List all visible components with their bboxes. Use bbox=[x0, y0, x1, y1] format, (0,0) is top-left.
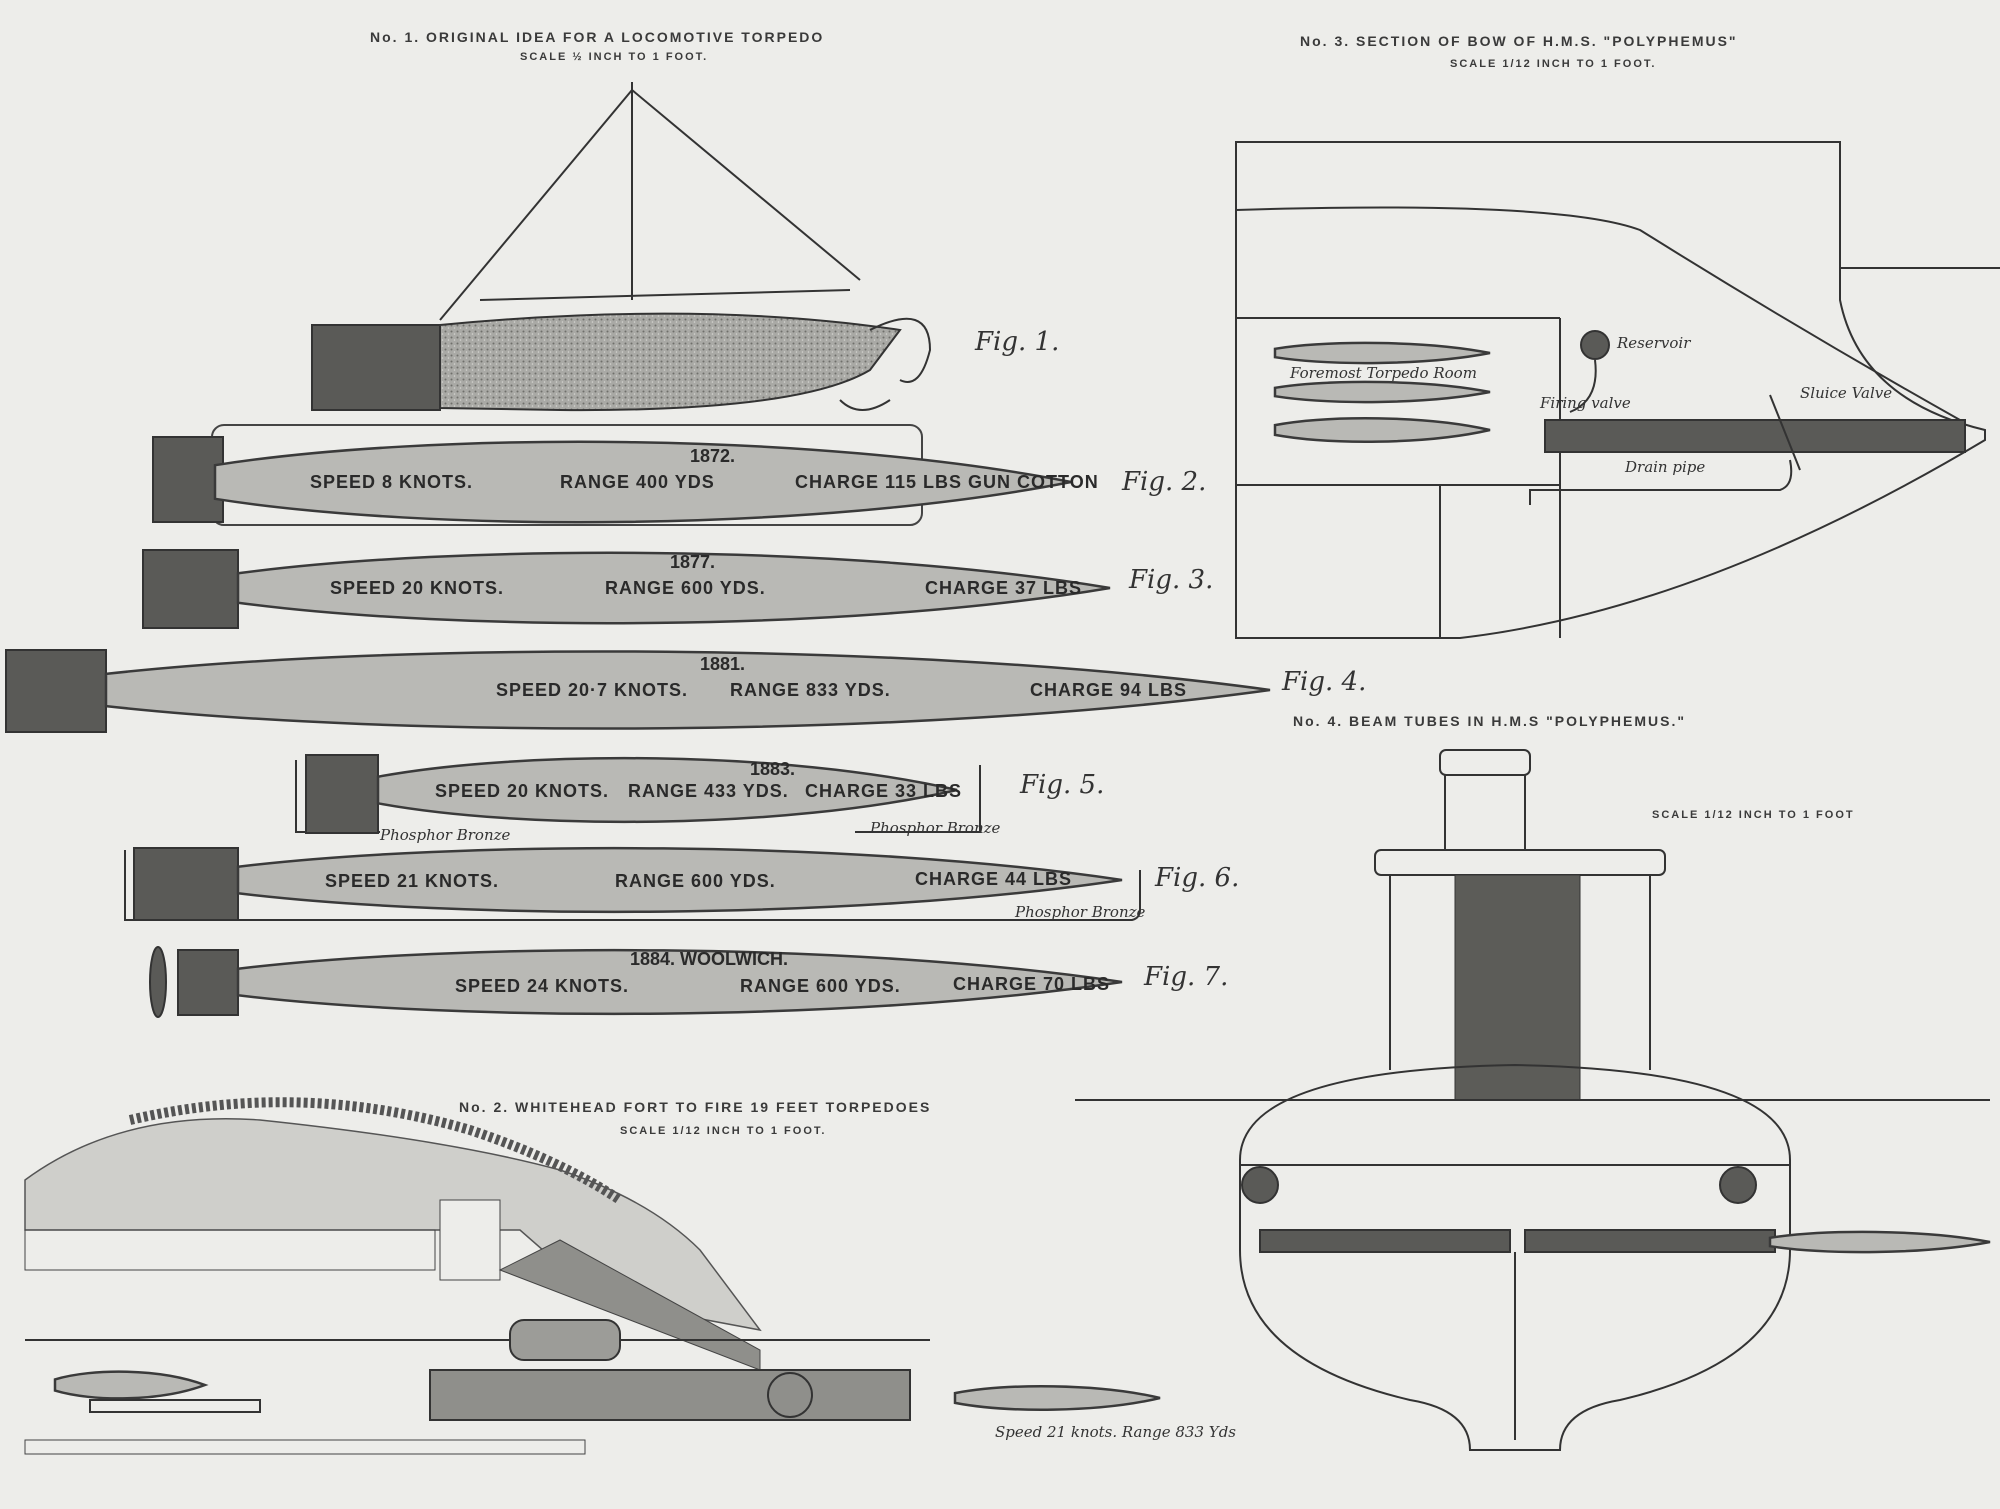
fig7-range: RANGE 600 YDS. bbox=[740, 976, 901, 996]
torpedo-hull bbox=[376, 756, 958, 824]
fig2-charge: CHARGE 115 LBS GUN COTTON bbox=[795, 472, 1099, 492]
fig3-range: RANGE 600 YDS. bbox=[605, 578, 766, 598]
fig5-label: Fig. 5. bbox=[1019, 770, 1104, 800]
section2-title: No. 2. WHITEHEAD FORT TO FIRE 19 FEET TO… bbox=[459, 1099, 931, 1115]
beam-tubes-drawing bbox=[1075, 749, 1991, 1451]
fig2-torpedo: 1872. SPEED 8 KNOTS. RANGE 400 YDS CHARG… bbox=[152, 424, 1206, 526]
fig7-speed: SPEED 24 KNOTS. bbox=[455, 976, 629, 996]
torpedo-hull bbox=[1273, 417, 1491, 443]
fig6-label: Fig. 6. bbox=[1154, 863, 1239, 893]
fig2-range: RANGE 400 YDS bbox=[560, 472, 715, 492]
section3-title: No. 3. SECTION OF BOW OF H.M.S. "POLYPHE… bbox=[1300, 33, 1738, 49]
section4-title: No. 4. BEAM TUBES IN H.M.S "POLYPHEMUS." bbox=[1293, 713, 1686, 729]
fig5-year: 1883. bbox=[750, 759, 795, 779]
section1-title: No. 1. ORIGINAL IDEA FOR A LOCOMOTIVE TO… bbox=[370, 29, 824, 45]
fig5-charge: CHARGE 33 LBS bbox=[805, 781, 962, 801]
fig4-torpedo: 1881. SPEED 20·7 KNOTS. RANGE 833 YDS. C… bbox=[5, 649, 1366, 733]
fig7-torpedo: 1884. WOOLWICH. SPEED 24 KNOTS. RANGE 60… bbox=[149, 946, 1228, 1018]
fig7-charge: CHARGE 70 LBS bbox=[953, 974, 1110, 994]
fig4-charge: CHARGE 94 LBS bbox=[1030, 680, 1187, 700]
fig3-charge: CHARGE 37 LBS bbox=[925, 578, 1082, 598]
reservoir-label: Reservoir bbox=[1616, 334, 1691, 352]
fig5-note-head: Phosphor Bronze bbox=[869, 819, 1001, 837]
torpedo-room-label: Foremost Torpedo Room bbox=[1289, 364, 1477, 382]
fig3-torpedo: 1877. SPEED 20 KNOTS. RANGE 600 YDS. CHA… bbox=[142, 549, 1213, 629]
fig6-range: RANGE 600 YDS. bbox=[615, 871, 776, 891]
fig7-year: 1884. WOOLWICH. bbox=[630, 949, 788, 969]
fig2-label: Fig. 2. bbox=[1121, 467, 1206, 497]
torpedo-hull bbox=[1768, 1230, 1991, 1254]
bow-section-drawing: Foremost Torpedo Room Reservoir Firing v… bbox=[1235, 141, 2000, 639]
fig6-charge: CHARGE 44 LBS bbox=[915, 869, 1072, 889]
fig1-drawing: Fig. 1. bbox=[311, 82, 1059, 412]
section2-scale: SCALE 1/12 INCH TO 1 FOOT. bbox=[620, 1125, 826, 1137]
fig4-year: 1881. bbox=[700, 654, 745, 674]
sluice-valve-label: Sluice Valve bbox=[1800, 384, 1892, 402]
torpedo-hull bbox=[953, 1385, 1161, 1411]
fig3-speed: SPEED 20 KNOTS. bbox=[330, 578, 504, 598]
section4-scale: SCALE 1/12 INCH TO 1 FOOT bbox=[1652, 809, 1855, 821]
torpedo-hull bbox=[1273, 380, 1491, 404]
fig4-speed: SPEED 20·7 KNOTS. bbox=[496, 680, 688, 700]
fig2-year: 1872. bbox=[690, 446, 735, 466]
fig5-torpedo: 1883. SPEED 20 KNOTS. RANGE 433 YDS. CHA… bbox=[295, 754, 1104, 844]
torpedo-hull bbox=[53, 1370, 209, 1400]
fig6-note-head: Phosphor Bronze bbox=[1014, 903, 1146, 921]
fig7-label: Fig. 7. bbox=[1143, 962, 1228, 992]
fig5-range: RANGE 433 YDS. bbox=[628, 781, 789, 801]
fig5-note-tail: Phosphor Bronze bbox=[379, 826, 511, 844]
fig6-torpedo: SPEED 21 KNOTS. RANGE 600 YDS. CHARGE 44… bbox=[124, 846, 1239, 921]
fig2-speed: SPEED 8 KNOTS. bbox=[310, 472, 473, 492]
torpedo-hull bbox=[236, 948, 1123, 1016]
torpedo-hull bbox=[213, 440, 1072, 524]
fig3-year: 1877. bbox=[670, 552, 715, 572]
fig3-label: Fig. 3. bbox=[1128, 565, 1213, 595]
firing-valve-label: Firing valve bbox=[1539, 394, 1631, 412]
torpedo-hull bbox=[236, 551, 1111, 625]
drain-pipe-label: Drain pipe bbox=[1624, 458, 1705, 476]
section1-scale: SCALE ½ INCH TO 1 FOOT. bbox=[520, 51, 708, 63]
torpedo-hull bbox=[1273, 341, 1491, 365]
fig1-label: Fig. 1. bbox=[974, 327, 1059, 357]
fig4-range: RANGE 833 YDS. bbox=[730, 680, 891, 700]
fig5-speed: SPEED 20 KNOTS. bbox=[435, 781, 609, 801]
fort-torpedo-caption: Speed 21 knots. Range 833 Yds bbox=[995, 1423, 1236, 1441]
whitehead-fort-drawing: Speed 21 knots. Range 833 Yds bbox=[24, 1097, 1236, 1455]
fig4-label: Fig. 4. bbox=[1281, 667, 1366, 697]
fig6-speed: SPEED 21 KNOTS. bbox=[325, 871, 499, 891]
torpedo-hull bbox=[104, 650, 1271, 730]
section3-scale: SCALE 1/12 INCH TO 1 FOOT. bbox=[1450, 58, 1656, 70]
torpedo-hull bbox=[236, 846, 1123, 914]
